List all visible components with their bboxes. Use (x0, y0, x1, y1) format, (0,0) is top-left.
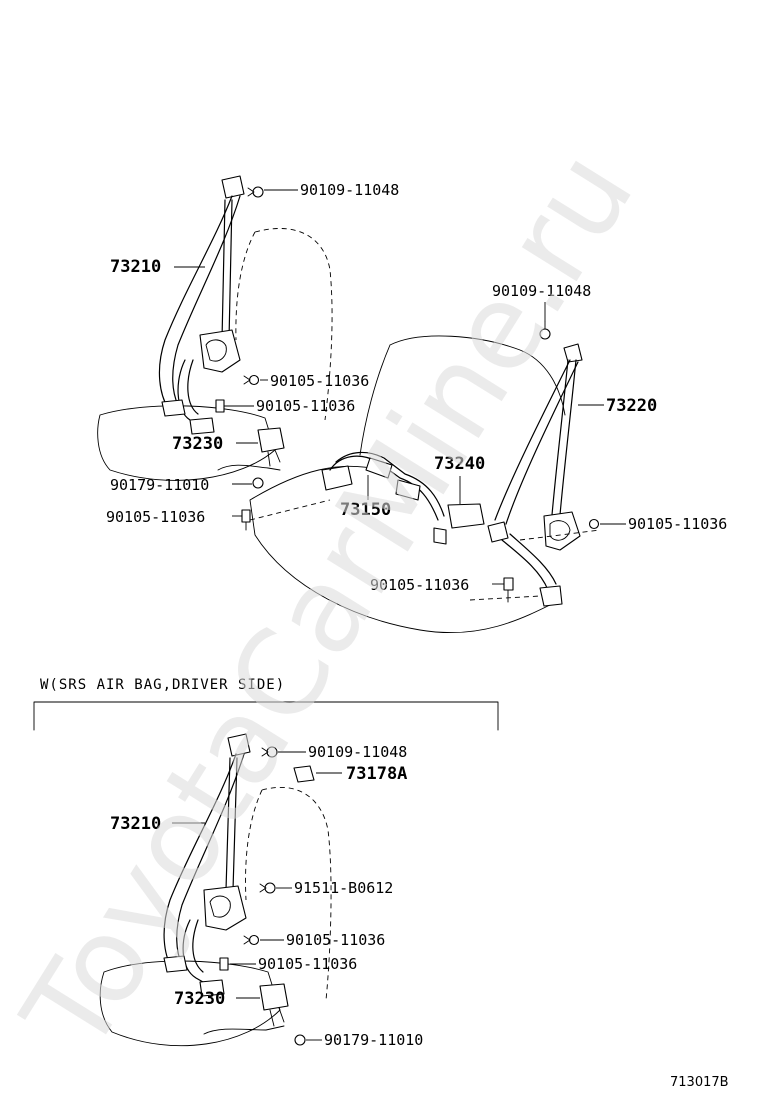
w-front-belt (163, 733, 251, 997)
buckle-left (217, 427, 285, 471)
label-belt-center: 73150 (340, 500, 391, 520)
w-seat-outline (245, 786, 332, 1001)
front-seat-outline (235, 228, 333, 421)
bolt-icon (503, 577, 514, 603)
label-bolt-retractor-left: 90105-11036 (270, 372, 369, 390)
front-belt-left (158, 175, 245, 435)
label-top-bolt-left: 90109-11048 (300, 181, 399, 199)
label-w-top-bolt: 90109-11048 (308, 743, 407, 761)
rear-seat-outline (249, 335, 566, 634)
w-buckle (203, 983, 289, 1035)
rear-seat-dash (249, 499, 331, 521)
label-w-belt: 73210 (110, 814, 161, 834)
label-w-bolt-retractor: 90105-11036 (286, 931, 385, 949)
buckle-center (447, 503, 485, 529)
label-bolt-center-floor: 90105-11036 (370, 576, 469, 594)
label-buckle-center: 73240 (434, 454, 485, 474)
label-belt-front-left: 73210 (110, 257, 161, 277)
label-w-bolt-pretensioner: 91511-B0612 (294, 879, 393, 897)
rear-belt-dash (469, 529, 601, 601)
bolt-icon (219, 746, 306, 1046)
bolt-icon (215, 186, 264, 531)
bolt-icon (539, 321, 600, 530)
rear-belt-right (487, 343, 583, 607)
label-nut-left: 90179-11010 (110, 476, 209, 494)
label-w-buckle: 73230 (174, 989, 225, 1009)
label-top-bolt-right: 90109-11048 (492, 282, 591, 300)
leader-lines-w (172, 751, 342, 1041)
label-belt-rear-right: 73220 (606, 396, 657, 416)
section-label: W(SRS AIR BAG,DRIVER SIDE) (40, 677, 285, 693)
center-belt (321, 451, 447, 545)
diagram-code: 713017B (670, 1075, 729, 1090)
label-bolt-floor-left: 90105-11036 (106, 508, 205, 526)
label-bolt-retractor-right: 90105-11036 (628, 515, 727, 533)
label-buckle-left: 73230 (172, 434, 223, 454)
label-bolt-anchor-left: 90105-11036 (256, 397, 355, 415)
leader-lines-top (174, 189, 626, 585)
label-w-bolt-anchor: 90105-11036 (258, 955, 357, 973)
label-w-nut: 90179-11010 (324, 1031, 423, 1049)
section-bracket (33, 701, 499, 731)
label-w-cover: 73178A (346, 764, 407, 784)
w-cover-icon (293, 765, 315, 783)
